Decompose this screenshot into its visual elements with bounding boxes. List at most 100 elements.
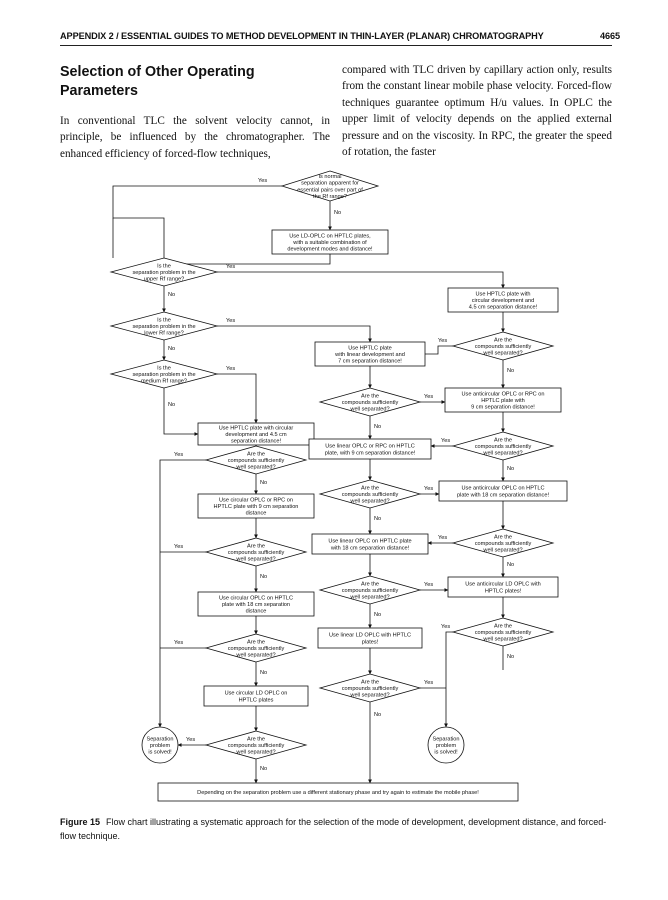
flow-text: well separated? bbox=[235, 465, 275, 471]
terminal-circle bbox=[141, 726, 179, 764]
flow-text: Are the bbox=[494, 437, 512, 443]
flow-text: with linear development and bbox=[334, 352, 405, 358]
flow-text: the Rf range? bbox=[313, 194, 347, 200]
flow-node-p-ld: Use LD-OPLC on HPTLC plates,with a suita… bbox=[271, 229, 389, 255]
flow-text: Is the bbox=[157, 263, 171, 269]
flow-text: separation problem in the bbox=[132, 372, 195, 378]
flow-text: well separated? bbox=[482, 451, 522, 457]
flow-branch-label: Yes bbox=[226, 366, 235, 372]
caption-label: Figure 15 bbox=[60, 817, 101, 827]
flow-branch-label: No bbox=[374, 712, 381, 718]
flow-text: HPTLC plates! bbox=[485, 588, 522, 594]
flow-text: lower Rf range? bbox=[144, 331, 184, 337]
flow-branch-label: Yes bbox=[226, 264, 235, 270]
flow-branch-label: No bbox=[507, 466, 514, 472]
flow-text: Use circular OPLC on HPTLC bbox=[219, 595, 293, 601]
flow-branch-label: Yes bbox=[424, 394, 433, 400]
flow-text: Are the bbox=[494, 337, 512, 343]
flow-text: distance bbox=[246, 609, 267, 615]
flow-text: 9 cm separation distance! bbox=[471, 405, 535, 411]
decision-diamond bbox=[451, 431, 555, 461]
process-box bbox=[308, 438, 432, 460]
flow-branch-label: Yes bbox=[174, 544, 183, 550]
flow-text: compounds sufficiently bbox=[342, 492, 399, 498]
flow-branch-label: No bbox=[507, 368, 514, 374]
flow-connector bbox=[112, 185, 282, 258]
process-box bbox=[197, 422, 315, 446]
flow-text: compounds sufficiently bbox=[475, 630, 532, 636]
flow-text: Is the bbox=[157, 365, 171, 371]
flow-connector bbox=[162, 254, 331, 265]
flow-branch-label: Yes bbox=[424, 680, 433, 686]
process-box bbox=[157, 782, 519, 802]
process-box bbox=[444, 387, 562, 413]
decision-diamond bbox=[451, 331, 555, 361]
flow-text: plates! bbox=[362, 639, 379, 645]
flow-text: Use anticircular OPLC on HPTLC bbox=[461, 486, 544, 492]
running-header: APPENDIX 2 / ESSENTIAL GUIDES TO METHOD … bbox=[60, 31, 620, 41]
flow-text: HPTLC plate with 9 cm separation bbox=[214, 504, 299, 510]
flow-text: with a suitable combination of bbox=[292, 240, 367, 246]
flow-text: Are the bbox=[361, 679, 379, 685]
page-number: 4665 bbox=[599, 31, 620, 41]
flow-text: Is the bbox=[157, 317, 171, 323]
flow-text: compounds sufficiently bbox=[342, 686, 399, 692]
left-paragraph: In conventional TLC the solvent velocity… bbox=[60, 115, 330, 160]
decision-diamond bbox=[109, 311, 219, 341]
process-box bbox=[314, 341, 426, 367]
flow-text: separation problem in the bbox=[132, 324, 195, 330]
decision-diamond bbox=[109, 359, 219, 389]
decision-diamond bbox=[318, 387, 422, 417]
flow-text: well separated? bbox=[235, 750, 275, 756]
header-rule bbox=[60, 45, 612, 46]
flow-text: Are the bbox=[361, 485, 379, 491]
flow-text: Use circular LD OPLC on bbox=[225, 691, 288, 697]
decision-diamond bbox=[204, 537, 308, 567]
flow-branch-label: Yes bbox=[438, 338, 447, 344]
flow-branch-label: Yes bbox=[424, 582, 433, 588]
decision-diamond bbox=[109, 257, 219, 287]
decision-diamond bbox=[204, 730, 308, 760]
flow-branch-label: Yes bbox=[186, 737, 195, 743]
flow-branch-label: Yes bbox=[438, 535, 447, 541]
flow-text: well separated? bbox=[349, 693, 389, 699]
decision-diamond bbox=[451, 617, 555, 647]
flow-text: problem bbox=[436, 743, 457, 749]
flow-text: Are the bbox=[361, 581, 379, 587]
right-paragraph: compared with TLC driven by capillary ac… bbox=[342, 64, 612, 159]
flow-text: well separated? bbox=[482, 351, 522, 357]
flow-text: separation problem in the bbox=[132, 270, 195, 276]
flow-text: Are the bbox=[247, 451, 265, 457]
flow-text: 7 cm separation distance! bbox=[338, 359, 402, 365]
flow-branch-label: Yes bbox=[441, 624, 450, 630]
flow-text: HPTLC plates bbox=[239, 697, 274, 703]
flow-text: Are the bbox=[361, 393, 379, 399]
flow-text: circular development and bbox=[472, 298, 535, 304]
flow-text: Is normal bbox=[318, 174, 341, 180]
flow-text: compounds sufficiently bbox=[475, 444, 532, 450]
decision-diamond bbox=[280, 170, 380, 202]
flow-text: compounds sufficiently bbox=[228, 646, 285, 652]
flow-text: distance bbox=[246, 511, 267, 517]
flow-text: well separated? bbox=[349, 499, 389, 505]
flow-branch-label: No bbox=[374, 516, 381, 522]
running-title: APPENDIX 2 / ESSENTIAL GUIDES TO METHOD … bbox=[60, 31, 544, 41]
flow-text: Are the bbox=[247, 736, 265, 742]
flow-text: problem bbox=[150, 743, 171, 749]
flow-text: well separated? bbox=[235, 557, 275, 563]
